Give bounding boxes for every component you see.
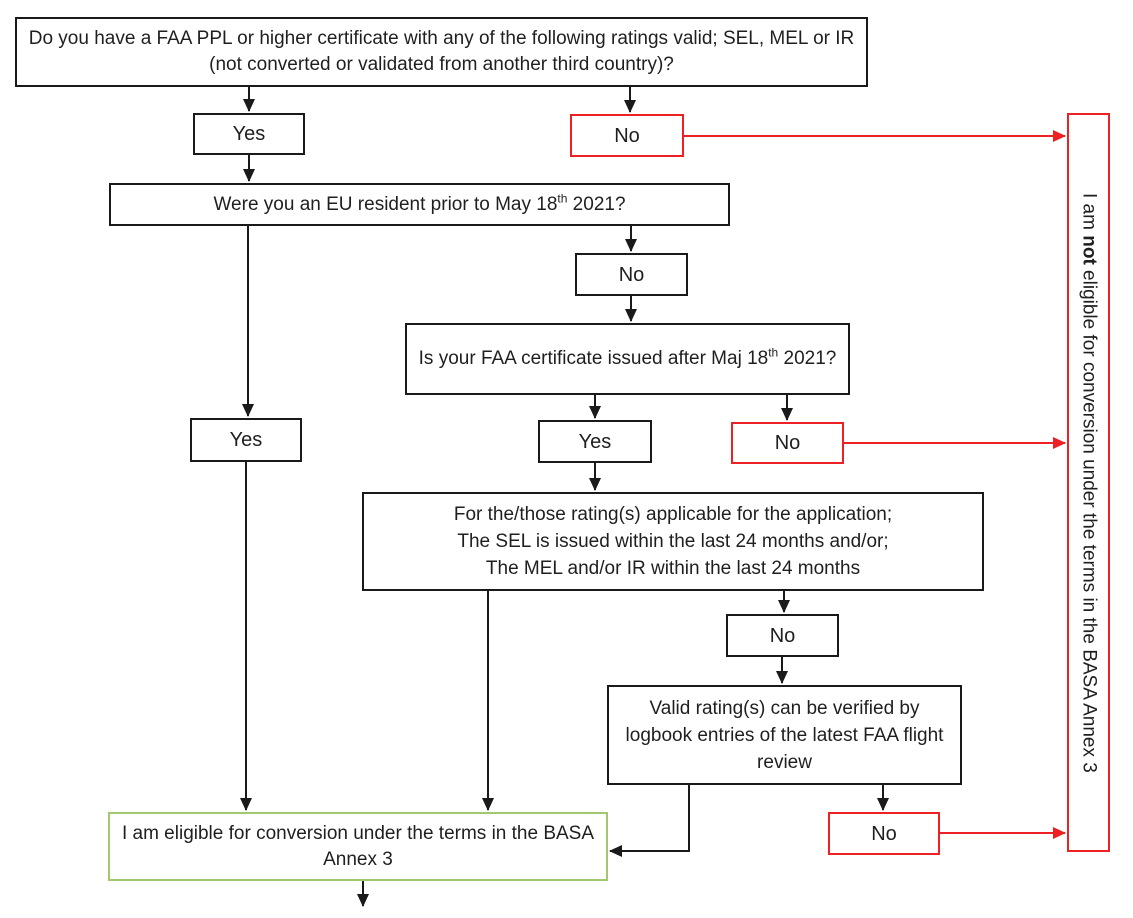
bold-not: not (1078, 234, 1100, 265)
question-cert-issued-after: Is your FAA certificate issued after Maj… (405, 323, 850, 395)
result-text: I am not eligible for conversion under t… (1078, 192, 1100, 773)
question-line-3: The MEL and/or IR within the last 24 mon… (485, 558, 861, 579)
superscript-th: th (557, 191, 568, 206)
answer-label: No (618, 263, 645, 286)
answer-no-cert-after: No (731, 422, 844, 464)
answer-label: No (871, 822, 897, 845)
arrow-q6-to-eligible (609, 785, 690, 857)
question-ratings-recency: For the/those rating(s) applicable for t… (362, 492, 984, 591)
answer-yes-ppl: Yes (193, 113, 305, 155)
result-eligible-box: I am eligible for conversion under the t… (108, 812, 608, 881)
answer-no-ratings-recency: No (726, 614, 839, 657)
answer-label: No (774, 432, 801, 454)
result-not-eligible-box: I am not eligible for conversion under t… (1067, 113, 1110, 852)
question-eu-resident: Were you an EU resident prior to May 18t… (109, 183, 730, 226)
answer-label: No (614, 124, 640, 147)
answer-label: No (769, 624, 796, 647)
question-text: Is your FAA certificate issued after Maj… (418, 345, 837, 369)
answer-no-logbook: No (828, 812, 940, 855)
answer-no-eu-resident: No (575, 253, 688, 296)
question-faa-ppl-ratings: Do you have a FAA PPL or higher certific… (15, 17, 868, 87)
question-text: Do you have a FAA PPL or higher certific… (28, 28, 855, 75)
question-text: Valid rating(s) can be verified by logbo… (625, 697, 944, 773)
answer-yes-cert-after: Yes (538, 420, 652, 463)
question-logbook-verification: Valid rating(s) can be verified by logbo… (607, 685, 962, 785)
question-text: Were you an EU resident prior to May 18t… (213, 191, 626, 215)
answer-label: Yes (578, 430, 612, 453)
question-line-2: The SEL is issued within the last 24 mon… (457, 531, 889, 552)
result-text: I am eligible for conversion under the t… (121, 822, 595, 870)
answer-yes-eu-resident: Yes (190, 418, 302, 462)
superscript-th: th (768, 345, 779, 360)
answer-label: Yes (229, 429, 263, 451)
answer-no-ppl: No (570, 114, 684, 157)
answer-label: Yes (232, 123, 266, 145)
question-line-1: For the/those rating(s) applicable for t… (453, 504, 893, 525)
